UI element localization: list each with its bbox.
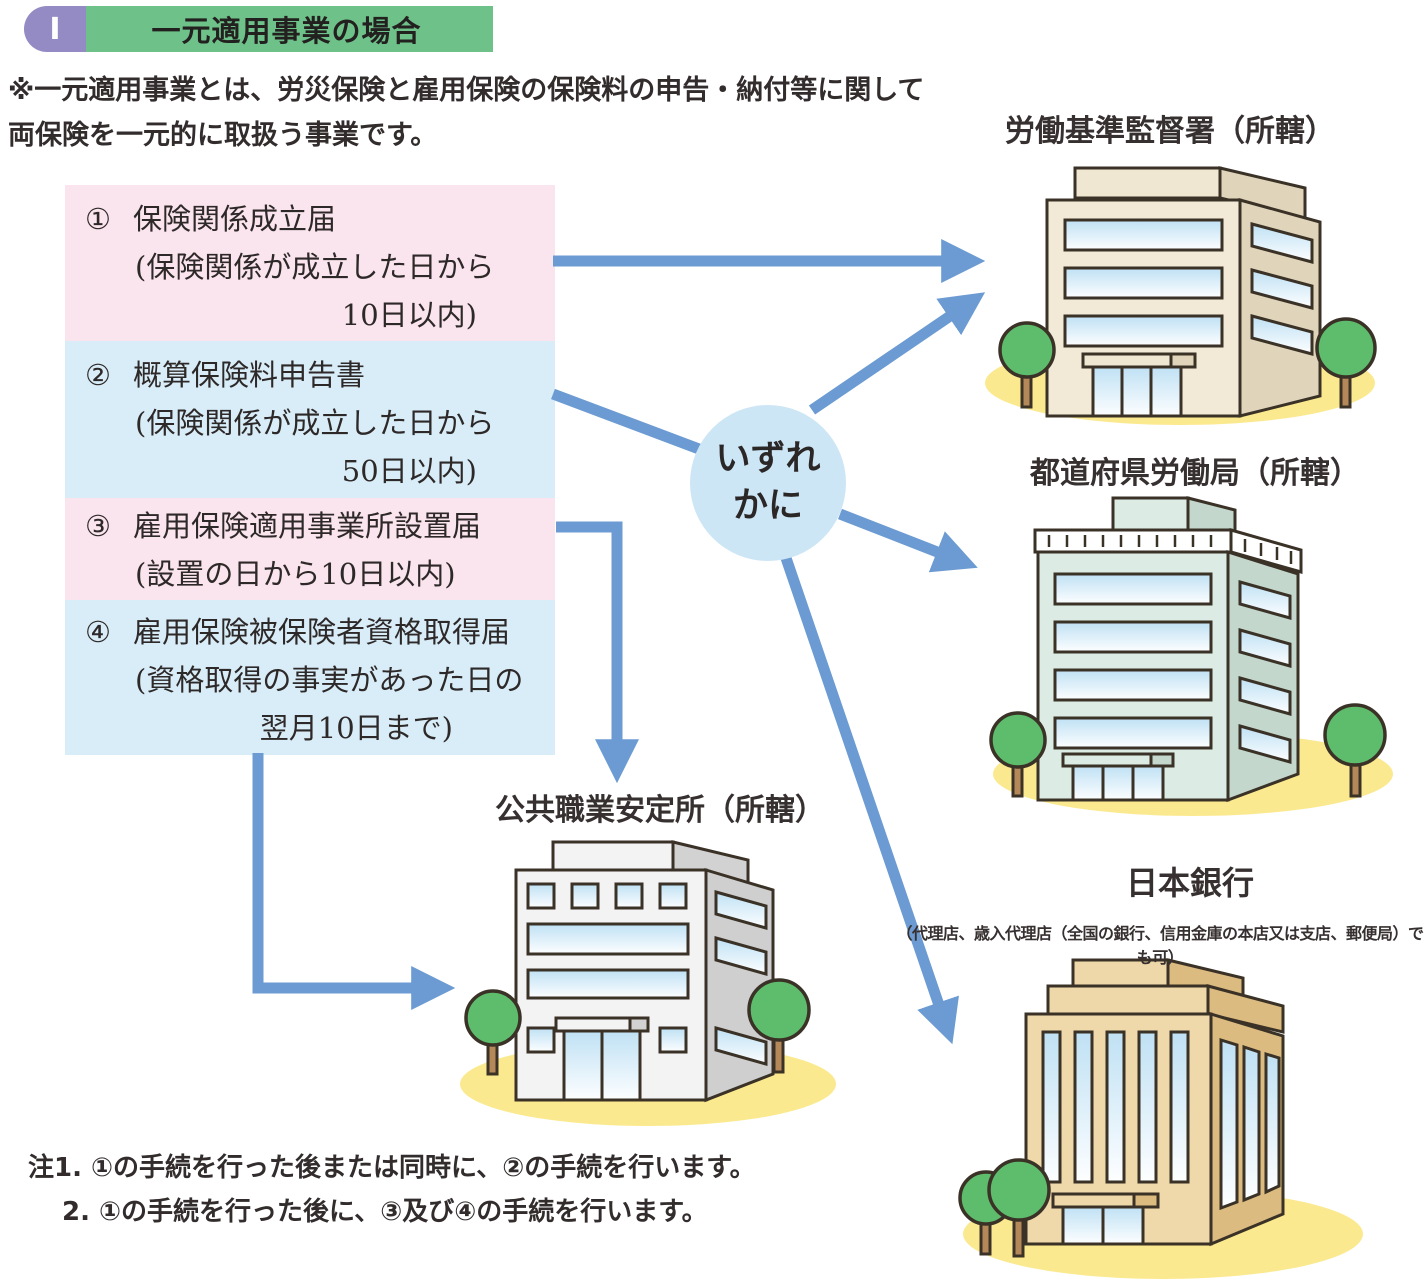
intro-line-1: ※一元適用事業とは、労災保険と雇用保険の保険料の申告・納付等に関して [8,75,925,106]
procedure-1-title-line: ① 保険関係成立届 [65,195,555,243]
procedure-1-detail-2: 10日以内) [341,298,477,332]
footnotes: 注1. ①の手続を行った後または同時に、②の手続を行います。 2. ①の手続を行… [28,1146,756,1234]
label-labor-standards-office: 労働基準監督署（所轄） [1005,114,1335,149]
procedure-1-number: ① [85,202,111,236]
procedure-2-title: 概算保険料申告書 [133,358,366,392]
procedure-2-number: ② [85,358,111,392]
procedure-3-detail-1: (設置の日から10日以内) [135,557,456,591]
arrow-hub-to-labor-bureau-icon [837,508,978,573]
section-numeral-badge: I [24,6,86,52]
intro-line-2: 両保険を一元的に取扱う事業です。 [8,120,438,151]
procedure-4-detail-2: 翌月10日まで) [259,711,453,745]
procedure-row-2: ② 概算保険料申告書 (保険関係が成立した日から 50日以内) [65,341,555,498]
arrow-item4-to-employment-office-icon [252,753,456,1010]
label-bank: 日本銀行 [1125,864,1254,902]
section-title-bar: 一元適用事業の場合 [80,6,493,52]
procedure-4-detail-1: (資格取得の事実があった日の [135,663,524,697]
procedure-2-title-line: ② 概算保険料申告書 [65,351,555,399]
hub-line-2: かに [732,486,803,526]
tree-icon [1323,703,1387,798]
tree-icon [989,711,1047,798]
hub-circle: いずれ かに [690,405,846,561]
label-prefectural-labor-bureau: 都道府県労働局（所轄） [1030,456,1360,491]
footnote-1: 注1. ①の手続を行った後または同時に、②の手続を行います。 [28,1153,756,1183]
procedure-row-4: ④ 雇用保険被保険者資格取得届 (資格取得の事実があった日の 翌月10日まで) [65,600,555,755]
label-bank-note: （代理店、歳入代理店（全国の銀行、信用金庫の本店又は支店、郵便局）でも可） [896,924,1424,967]
procedure-1-title: 保険関係成立届 [133,202,337,236]
tree-icon [1315,317,1377,409]
tree-icon [987,1158,1051,1258]
procedure-4-number: ④ [85,615,111,649]
procedure-3-title: 雇用保険適用事業所設置届 [133,509,482,543]
procedures-box: ① 保険関係成立届 (保険関係が成立した日から 10日以内) ② 概算保険料申告… [65,185,555,755]
building-illustration-employment-security-office [460,840,836,1126]
hub-line-1: いずれ [715,439,821,479]
tree-icon [998,321,1056,409]
building-illustration-bank [958,958,1363,1279]
section-numeral: I [49,11,61,47]
procedure-row-1: ① 保険関係成立届 (保険関係が成立した日から 10日以内) [65,185,555,341]
tree-icon [464,989,522,1076]
footnote-2: 2. ①の手続を行った後に、③及び④の手続を行います。 [62,1197,708,1227]
procedure-2-detail-1: (保険関係が成立した日から [135,406,495,440]
intro-text: ※一元適用事業とは、労災保険と雇用保険の保険料の申告・納付等に関して 両保険を一… [8,68,988,158]
procedure-4-title-line: ④ 雇用保険被保険者資格取得届 [65,608,555,656]
procedure-3-number: ③ [85,509,111,543]
arrow-item3-to-employment-office-icon [556,521,639,784]
label-employment-security-office: 公共職業安定所（所轄） [495,793,825,828]
procedure-3-title-line: ③ 雇用保険適用事業所設置届 [65,502,555,550]
arrow-hub-to-labor-standards-icon [808,292,986,415]
procedure-row-3: ③ 雇用保険適用事業所設置届 (設置の日から10日以内) [65,498,555,600]
building-illustration-labor-standards-office [985,166,1377,425]
procedure-1-detail-1: (保険関係が成立した日から [135,250,495,284]
procedure-2-detail-2: 50日以内) [341,454,477,488]
building-illustration-prefectural-labor-bureau [989,496,1393,816]
procedure-4-title: 雇用保険被保険者資格取得届 [133,615,511,649]
section-title: 一元適用事業の場合 [151,14,422,48]
